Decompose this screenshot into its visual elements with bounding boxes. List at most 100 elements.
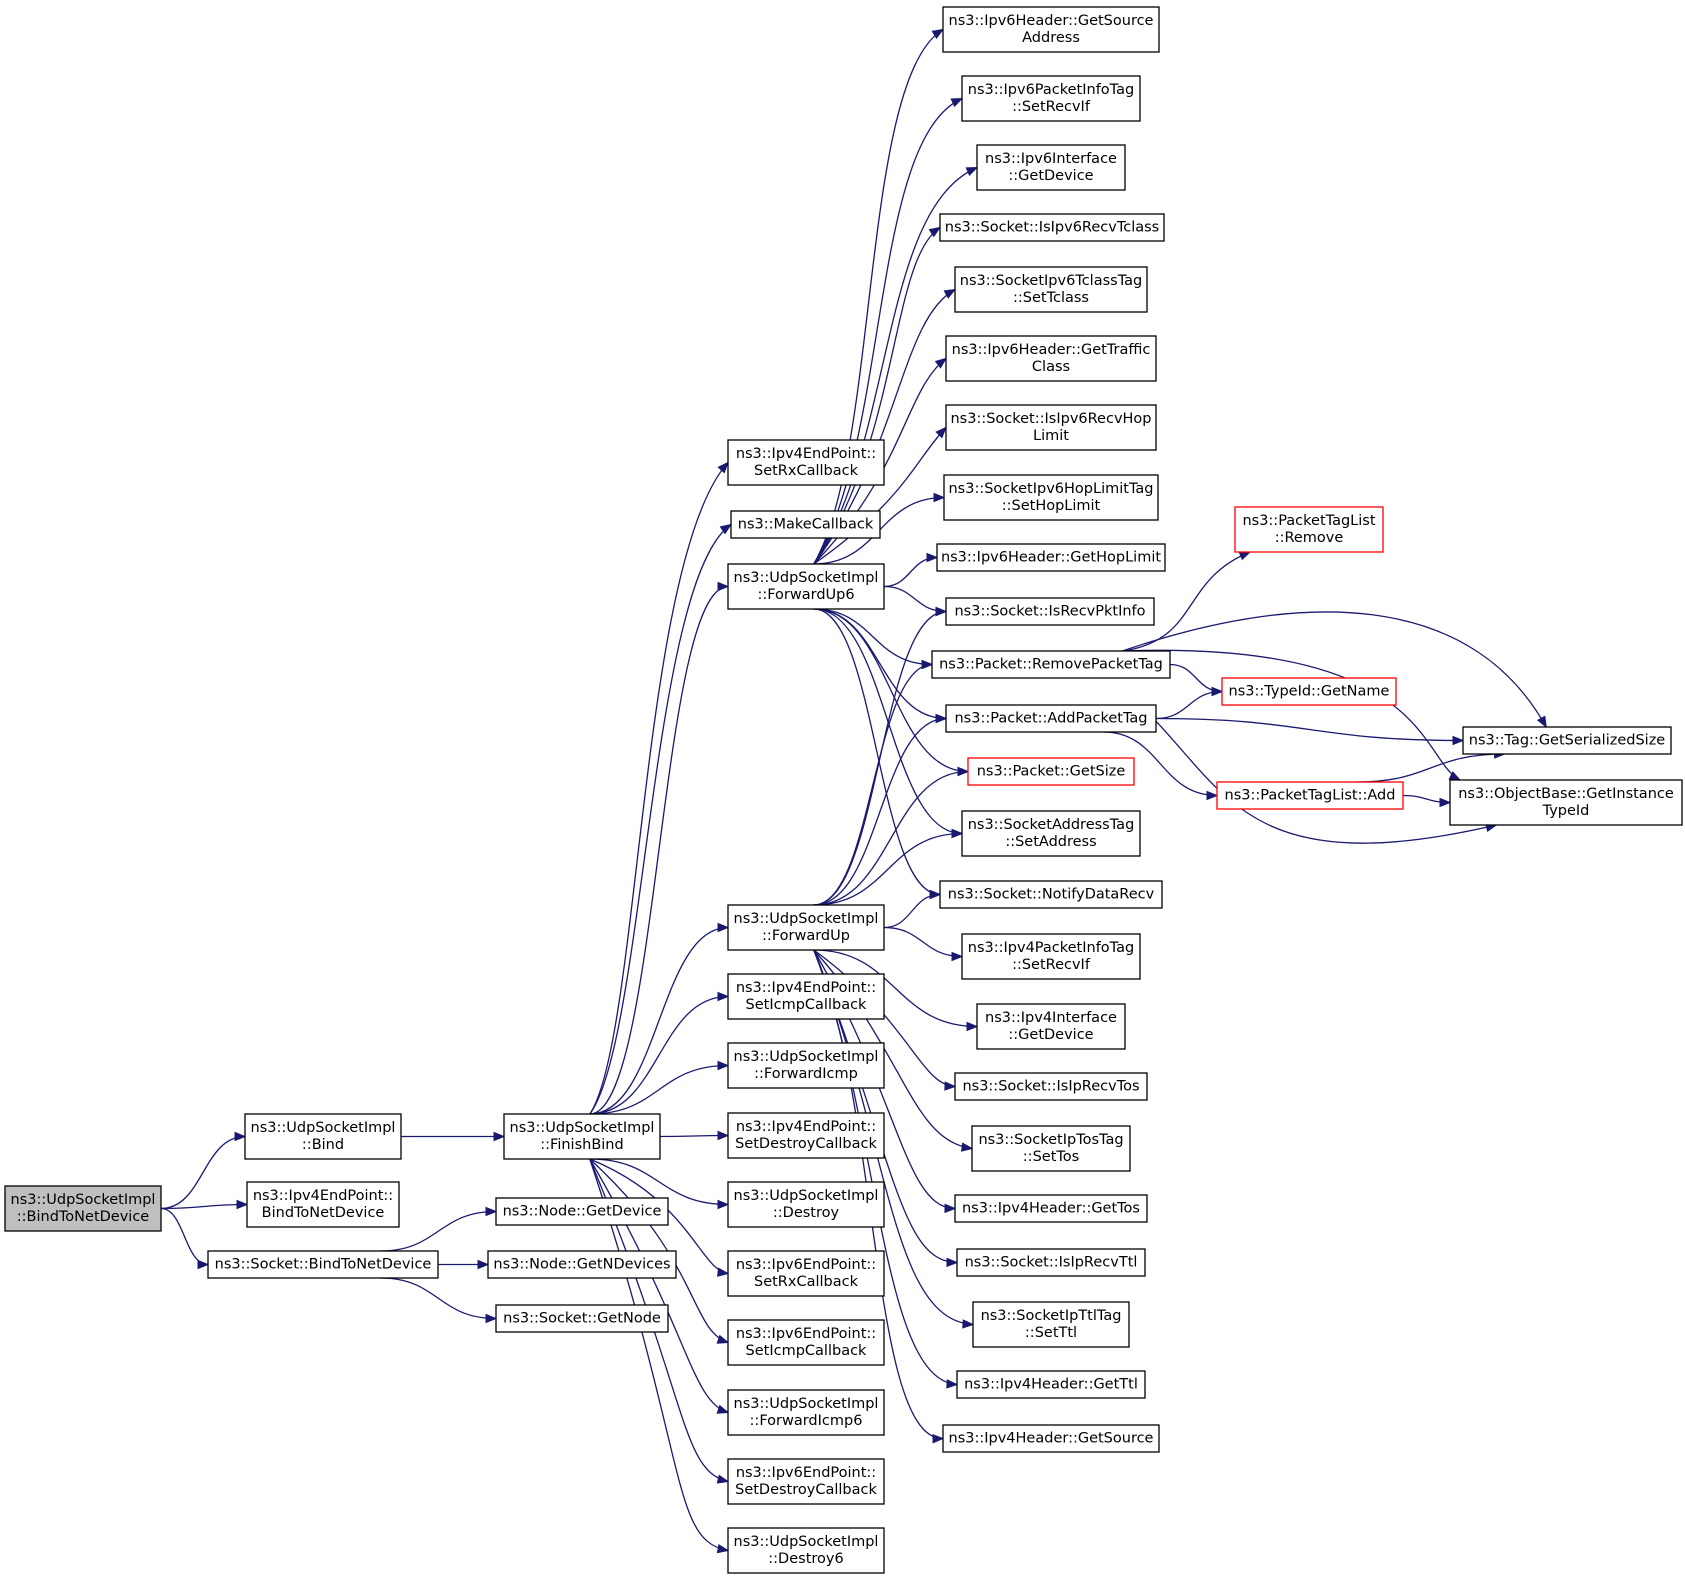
node-box xyxy=(495,1197,669,1226)
node-ns3-ipv4packetinfotag-setrecvif[interactable]: ns3::Ipv4PacketInfoTag::SetRecvIf xyxy=(961,933,1141,980)
node-ns3-udpsocketimpl-forwardup6[interactable]: ns3::UdpSocketImpl::ForwardUp6 xyxy=(727,563,885,610)
node-label: ::ForwardUp xyxy=(762,928,850,944)
node-ns3-udpsocketimpl-bind[interactable]: ns3::UdpSocketImpl::Bind xyxy=(244,1113,402,1160)
node-ns3-udpsocketimpl-forwardup[interactable]: ns3::UdpSocketImpl::ForwardUp xyxy=(727,904,885,951)
node-label: ::FinishBind xyxy=(540,1137,623,1153)
node-ns3-ipv4header-getsource[interactable]: ns3::Ipv4Header::GetSource xyxy=(942,1424,1160,1453)
node-ns3-socketipv6hoplimittag-sethoplimit[interactable]: ns3::SocketIpv6HopLimitTag::SetHopLimit xyxy=(943,474,1159,521)
node-ns3-ipv4endpoint-bindtonetdevice[interactable]: ns3::Ipv4EndPoint::BindToNetDevice xyxy=(246,1181,400,1228)
node-box xyxy=(961,933,1141,980)
node-ns3-udpsocketimpl-finishbind[interactable]: ns3::UdpSocketImpl::FinishBind xyxy=(503,1113,661,1160)
arrowhead xyxy=(932,1433,945,1444)
node-label: Class xyxy=(1032,359,1070,375)
node-ns3-packettaglist-remove[interactable]: ns3::PacketTagList::Remove xyxy=(1234,506,1384,553)
node-ns3-ipv6endpoint-setrxcallback[interactable]: ns3::Ipv6EndPoint::SetRxCallback xyxy=(727,1250,885,1297)
edge-ptladd-to-tagsize xyxy=(1356,753,1505,783)
node-label: ns3::PacketTagList::Add xyxy=(1225,788,1396,804)
node-label: ::ForwardIcmp xyxy=(754,1066,858,1082)
node-label: ::SetTtl xyxy=(1025,1325,1077,1341)
node-ns3-ipv6header-gethoplimit[interactable]: ns3::Ipv6Header::GetHopLimit xyxy=(936,543,1166,572)
node-ns3-packet-removepackettag[interactable]: ns3::Packet::RemovePacketTag xyxy=(931,650,1171,679)
arrowhead xyxy=(931,28,945,40)
node-ns3-tag-getserializedsize[interactable]: ns3::Tag::GetSerializedSize xyxy=(1462,726,1672,755)
node-label: ::SetAddress xyxy=(1005,834,1096,850)
edge-addtag-to-instance xyxy=(1155,720,1497,844)
node-label: ns3::SocketAddressTag xyxy=(968,817,1135,833)
node-ns3-ipv4endpoint-setdestroycallback[interactable]: ns3::Ipv4EndPoint::SetDestroyCallback xyxy=(727,1112,885,1159)
node-ns3-ipv4endpoint-setrxcallback[interactable]: ns3::Ipv4EndPoint::SetRxCallback xyxy=(727,439,885,486)
node-label: SetDestroyCallback xyxy=(735,1136,877,1152)
node-box xyxy=(1449,779,1683,826)
edge-root-to-sockbtnd xyxy=(160,1207,209,1266)
node-label: ns3::Socket::IsRecvPktInfo xyxy=(954,604,1145,620)
edge-fwdup-to-ip4pit xyxy=(883,926,963,958)
node-ns3-ipv6packetinfotag-setrecvif[interactable]: ns3::Ipv6PacketInfoTag::SetRecvIf xyxy=(961,75,1141,122)
node-ns3-udpsocketimpl-forwardicmp[interactable]: ns3::UdpSocketImpl::ForwardIcmp xyxy=(727,1042,885,1089)
edge-fwdup6-to-rmtag xyxy=(813,608,933,666)
node-ns3-socket-isrecvpktinfo[interactable]: ns3::Socket::IsRecvPktInfo xyxy=(945,597,1155,626)
node-box xyxy=(727,1250,885,1297)
arrowhead xyxy=(234,1131,247,1142)
node-ns3-makecallback[interactable]: ns3::MakeCallback xyxy=(730,510,881,539)
edge-fwdup6-to-isip6hop xyxy=(813,427,947,565)
node-ns3-udpsocketimpl-bindtonetdevice[interactable]: ns3::UdpSocketImpl::BindToNetDevice xyxy=(4,1185,162,1232)
node-ns3-ipv4header-gettos[interactable]: ns3::Ipv4Header::GetTos xyxy=(954,1194,1148,1223)
node-label: ns3::Ipv4EndPoint:: xyxy=(253,1188,393,1204)
node-ns3-udpsocketimpl-destroy[interactable]: ns3::UdpSocketImpl::Destroy xyxy=(727,1181,885,1228)
node-ns3-ipv6endpoint-setdestroycallback[interactable]: ns3::Ipv6EndPoint::SetDestroyCallback xyxy=(727,1458,885,1505)
node-ns3-socketaddresstag-setaddress[interactable]: ns3::SocketAddressTag::SetAddress xyxy=(961,810,1141,857)
node-box xyxy=(956,1370,1146,1399)
node-ns3-udpsocketimpl-destroy6[interactable]: ns3::UdpSocketImpl::Destroy6 xyxy=(727,1527,885,1574)
node-ns3-node-getndevices[interactable]: ns3::Node::GetNDevices xyxy=(487,1250,677,1279)
node-ns3-socketiptostag-settos[interactable]: ns3::SocketIpTosTag::SetTos xyxy=(971,1125,1131,1172)
node-ns3-typeid-getname[interactable]: ns3::TypeId::GetName xyxy=(1221,677,1397,706)
arrowhead xyxy=(716,1474,730,1484)
node-ns3-socket-isipv6recvtclass[interactable]: ns3::Socket::IsIpv6RecvTclass xyxy=(939,213,1165,242)
node-box xyxy=(727,904,885,951)
node-label: ns3::Ipv6Header::GetSource xyxy=(949,13,1154,29)
node-ns3-packet-addpackettag[interactable]: ns3::Packet::AddPacketTag xyxy=(945,704,1157,733)
node-box xyxy=(956,1248,1146,1277)
arrowhead xyxy=(197,1259,210,1270)
node-label: ns3::Ipv4EndPoint:: xyxy=(736,1119,876,1135)
node-label: SetRxCallback xyxy=(754,1274,859,1290)
node-label: ns3::Ipv4Header::GetTtl xyxy=(964,1377,1138,1393)
node-ns3-packettaglist-add[interactable]: ns3::PacketTagList::Add xyxy=(1216,781,1404,810)
node-ns3-packet-getsize[interactable]: ns3::Packet::GetSize xyxy=(967,757,1135,786)
arrowhead xyxy=(965,166,979,177)
node-box xyxy=(954,1194,1148,1223)
node-ns3-ipv6endpoint-seticmpcallback[interactable]: ns3::Ipv6EndPoint::SetIcmpCallback xyxy=(727,1319,885,1366)
edge-finish-to-ep6destroy xyxy=(589,1158,729,1483)
node-label: ns3::Tag::GetSerializedSize xyxy=(1469,733,1666,749)
node-ns3-socket-notifydatarecv[interactable]: ns3::Socket::NotifyDataRecv xyxy=(939,880,1163,909)
edge-fwdup6-to-ip6ifdev xyxy=(813,166,978,565)
node-ns3-socket-isiprecvtos[interactable]: ns3::Socket::IsIpRecvTos xyxy=(954,1072,1148,1101)
node-label: ns3::UdpSocketImpl xyxy=(251,1120,396,1136)
node-ns3-socket-getnode[interactable]: ns3::Socket::GetNode xyxy=(495,1304,669,1333)
arrowhead xyxy=(934,357,948,369)
node-box xyxy=(495,1304,669,1333)
arrowhead xyxy=(926,552,939,563)
node-ns3-ipv6interface-getdevice[interactable]: ns3::Ipv6Interface::GetDevice xyxy=(976,144,1126,191)
node-ns3-node-getdevice[interactable]: ns3::Node::GetDevice xyxy=(495,1197,669,1226)
node-ns3-socket-isiprecvttl[interactable]: ns3::Socket::IsIpRecvTtl xyxy=(956,1248,1146,1277)
node-ns3-socket-bindtonetdevice[interactable]: ns3::Socket::BindToNetDevice xyxy=(207,1250,439,1279)
node-ns3-udpsocketimpl-forwardicmp6[interactable]: ns3::UdpSocketImpl::ForwardIcmp6 xyxy=(727,1389,885,1436)
node-label: ::SetRecvIf xyxy=(1012,99,1091,115)
arrowhead xyxy=(1452,735,1465,746)
node-ns3-ipv4endpoint-seticmpcallback[interactable]: ns3::Ipv4EndPoint::SetIcmpCallback xyxy=(727,973,885,1020)
arrowhead xyxy=(951,828,964,839)
node-ns3-ipv4header-getttl[interactable]: ns3::Ipv4Header::GetTtl xyxy=(956,1370,1146,1399)
node-ns3-socketipv6tclasstag-settclass[interactable]: ns3::SocketIpv6TclassTag::SetTclass xyxy=(954,266,1148,313)
node-ns3-ipv4interface-getdevice[interactable]: ns3::Ipv4Interface::GetDevice xyxy=(976,1003,1126,1050)
node-label: ns3::UdpSocketImpl xyxy=(734,1534,879,1550)
node-ns3-socketipttltag-setttl[interactable]: ns3::SocketIpTtlTag::SetTtl xyxy=(972,1301,1130,1348)
edge-addtag-to-tagsize xyxy=(1155,717,1464,742)
node-label: ns3::Ipv6PacketInfoTag xyxy=(968,82,1134,98)
edge-fwdup-to-rmtag xyxy=(813,663,933,906)
arrowhead xyxy=(719,523,733,535)
